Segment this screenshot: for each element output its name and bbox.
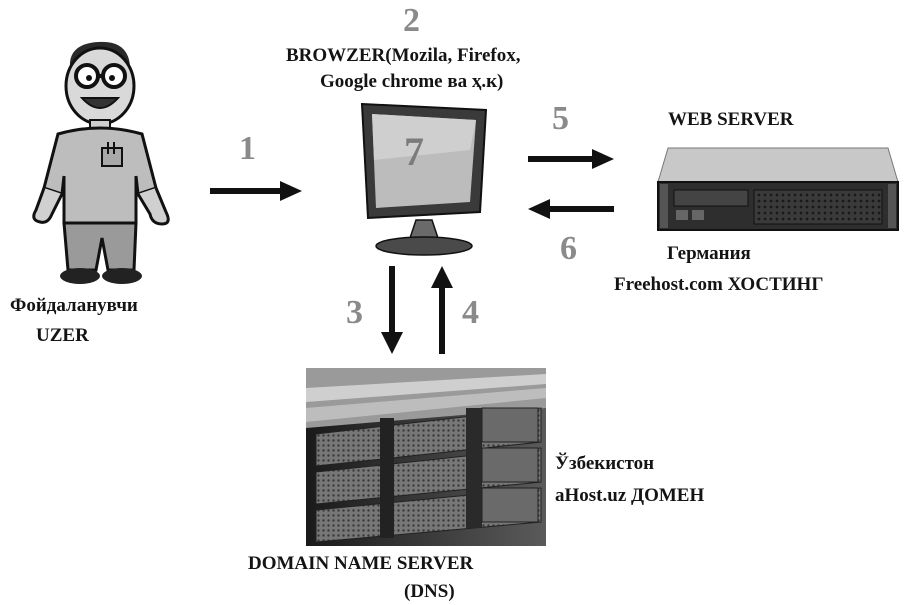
web-server-location-line2: Freehost.com ХОСТИНГ	[614, 274, 824, 295]
step-1-number: 1	[239, 130, 256, 167]
web-server-label: WEB SERVER	[668, 109, 794, 130]
step-4-number: 4	[462, 294, 479, 331]
browser-label-line2: Google chrome ва ҳ.к)	[320, 71, 504, 92]
browser-label-line1: BROWZER(Mozila, Firefox,	[286, 45, 521, 66]
server-rack-photo-icon	[306, 368, 546, 546]
arrow-right-icon	[528, 149, 614, 169]
dns-location-line1: Ўзбекистон	[555, 453, 655, 474]
step-2-number: 2	[403, 2, 420, 39]
arrow-down-icon	[381, 266, 403, 354]
step-6-number: 6	[560, 230, 577, 267]
monitor-icon	[360, 102, 488, 256]
arrow-right-icon	[210, 181, 302, 201]
dns-label-line2: (DNS)	[404, 581, 455, 602]
step-5-number: 5	[552, 100, 569, 137]
step-3-number: 3	[346, 294, 363, 331]
arrow-left-icon	[528, 199, 614, 219]
dns-location-line2: aHost.uz ДОМЕН	[555, 485, 705, 506]
dns-label-line1: DOMAIN NAME SERVER	[248, 553, 474, 574]
user-label-line1: Фойдаланувчи	[10, 295, 138, 316]
rack-server-icon	[657, 147, 899, 231]
arrow-up-icon	[431, 266, 453, 354]
screen-number: 7	[404, 129, 424, 174]
web-server-location-line1: Германия	[667, 243, 751, 264]
user-label-line2: UZER	[36, 325, 89, 346]
cartoon-user-icon	[32, 41, 170, 284]
